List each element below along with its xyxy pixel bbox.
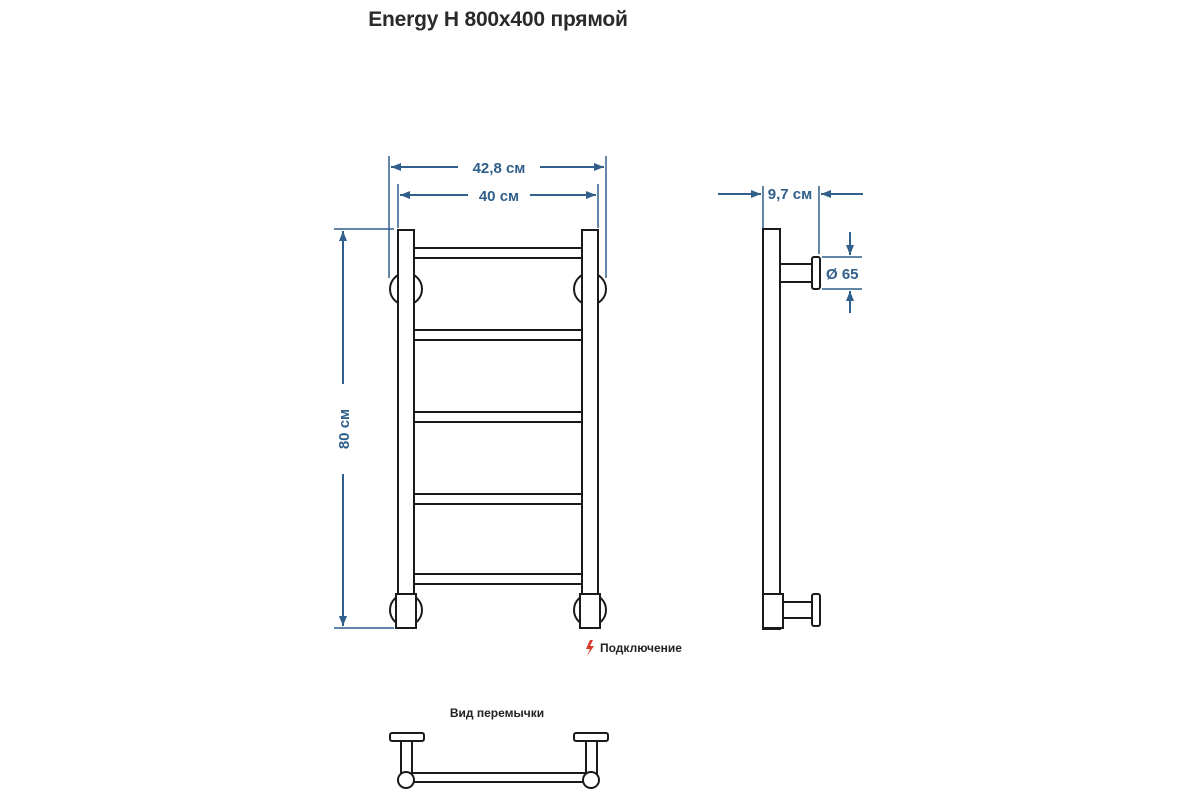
right-wall-flange	[573, 732, 609, 742]
side-view	[762, 228, 821, 630]
rung	[413, 573, 584, 585]
top-mount-bracket	[779, 263, 815, 283]
dimension-inner-width: 40 см	[397, 184, 599, 228]
bottom-wall-flange	[811, 593, 821, 627]
connection-label: Подключение	[600, 641, 682, 655]
connection-legend: Подключение	[586, 640, 682, 656]
rung	[413, 329, 584, 341]
flange-diameter-label: Ø 65	[826, 266, 859, 283]
dimension-height: 80 см	[334, 228, 394, 629]
right-connection-box	[579, 593, 601, 629]
left-pipe	[397, 229, 415, 595]
rungs	[413, 247, 584, 585]
right-pipe-section	[582, 771, 600, 789]
depth-label: 9,7 см	[768, 186, 812, 203]
side-pipe	[762, 228, 781, 630]
left-connection-box	[395, 593, 417, 629]
dimension-flange-diameter: Ø 65	[822, 232, 862, 313]
bottom-mount-bracket	[782, 601, 815, 619]
inner-width-label: 40 см	[479, 188, 519, 205]
rung	[413, 247, 584, 259]
left-pipe-section	[397, 771, 415, 789]
jumper-view-title: Вид перемычки	[450, 706, 544, 720]
rung	[413, 493, 584, 505]
outer-width-label: 42,8 см	[473, 160, 526, 177]
drawing-title: Energy H 800x400 прямой	[368, 8, 628, 31]
dimension-outer-width: 42,8 см	[388, 156, 607, 278]
dimension-depth: 9,7 см	[718, 186, 863, 254]
side-connection-box	[762, 593, 784, 629]
height-label: 80 см	[336, 409, 353, 449]
jumper-bar	[405, 772, 594, 783]
left-mount-bracket	[400, 740, 413, 776]
lightning-icon	[586, 640, 594, 656]
right-mount-bracket	[585, 740, 598, 776]
rung	[413, 411, 584, 423]
top-wall-flange	[811, 256, 821, 290]
left-wall-flange	[389, 732, 425, 742]
right-pipe	[581, 229, 599, 595]
front-view	[389, 229, 607, 629]
jumper-view: Вид перемычки	[389, 706, 609, 789]
